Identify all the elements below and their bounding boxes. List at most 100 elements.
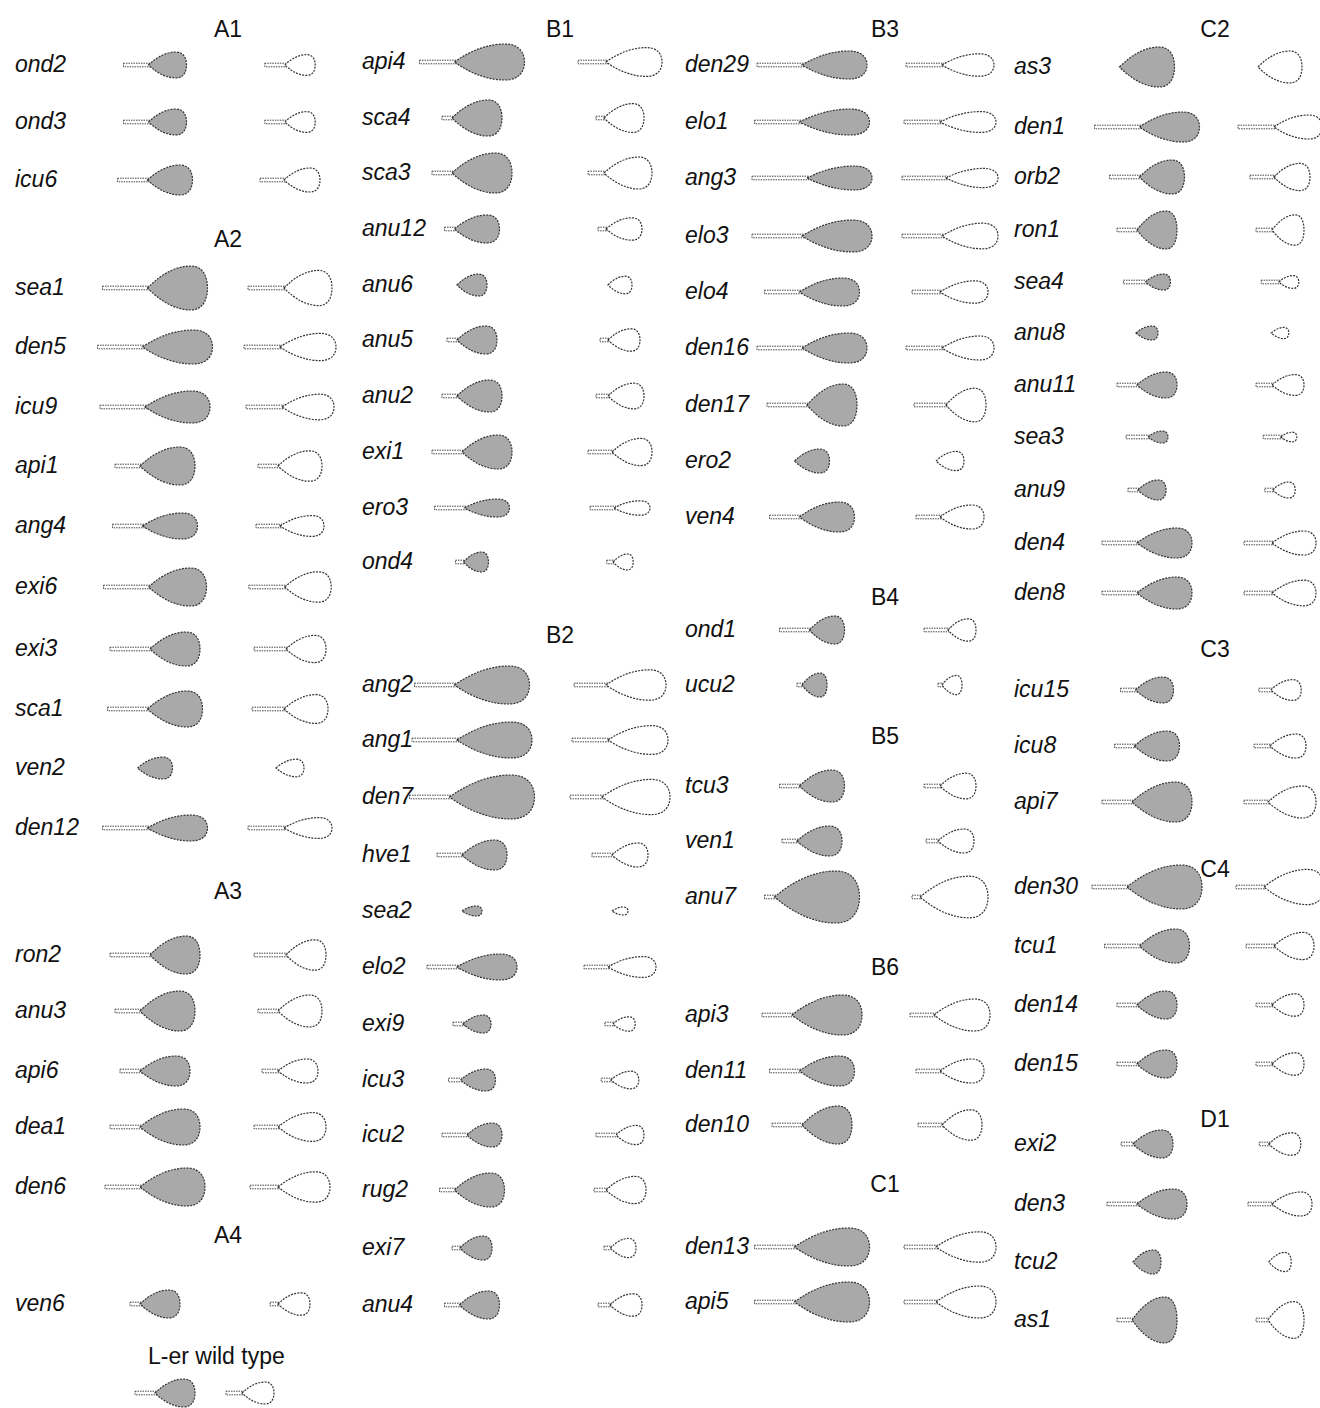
wild-leaf-outline bbox=[262, 1059, 318, 1083]
wild-leaf-outline bbox=[1250, 163, 1310, 190]
wild-leaf-outline bbox=[612, 907, 628, 915]
wild-leaf-outline bbox=[258, 995, 322, 1027]
mutant-leaf bbox=[1128, 480, 1166, 500]
mutant-leaf bbox=[435, 499, 510, 517]
mutant-name: ven4 bbox=[685, 505, 735, 528]
mutant-leaf bbox=[780, 616, 845, 644]
wild-leaf-outline bbox=[1236, 869, 1320, 904]
wild-leaf-outline bbox=[916, 505, 984, 529]
mutant-leaf bbox=[770, 502, 855, 532]
mutant-leaf bbox=[103, 815, 208, 841]
mutant-name: anu3 bbox=[15, 999, 66, 1022]
wild-leaf-outline bbox=[601, 1071, 639, 1089]
mutant-name: ond3 bbox=[15, 110, 66, 133]
wild-leaf-outline bbox=[1254, 734, 1306, 758]
wild-leaf-outline bbox=[1269, 1252, 1291, 1271]
wild-leaf-outline bbox=[570, 779, 670, 814]
mutant-name: exi2 bbox=[1014, 1132, 1056, 1155]
wild-leaf-outline bbox=[906, 54, 994, 76]
mutant-leaf bbox=[457, 274, 487, 296]
mutant-leaf bbox=[752, 166, 872, 190]
mutant-leaf bbox=[1102, 577, 1192, 609]
mutant-name: den8 bbox=[1014, 581, 1065, 604]
wild-leaf-outline bbox=[258, 451, 322, 481]
wild-leaf-outline bbox=[924, 619, 976, 641]
wild-leaf-outline bbox=[594, 1176, 646, 1203]
wild-leaf-outline bbox=[246, 394, 334, 420]
mutant-leaf bbox=[415, 666, 530, 704]
wild-leaf-outline bbox=[1238, 115, 1320, 139]
mutant-leaf bbox=[110, 1109, 200, 1145]
mutant-leaf bbox=[445, 215, 500, 243]
mutant-name: den1 bbox=[1014, 115, 1065, 138]
mutant-name: icu3 bbox=[362, 1068, 404, 1091]
mutant-leaf bbox=[110, 632, 200, 666]
mutant-leaf bbox=[752, 220, 872, 252]
mutant-name: anu11 bbox=[1014, 373, 1076, 396]
mutant-name: den3 bbox=[1014, 1192, 1065, 1215]
wild-leaf-outline bbox=[254, 635, 326, 662]
mutant-leaf bbox=[412, 722, 532, 758]
group-heading: D1 bbox=[1200, 1108, 1229, 1131]
mutant-leaf bbox=[1102, 528, 1192, 558]
mutant-name: den7 bbox=[362, 785, 413, 808]
mutant-leaf bbox=[104, 568, 207, 606]
mutant-name: icu6 bbox=[15, 168, 57, 191]
mutant-name: icu8 bbox=[1014, 734, 1056, 757]
mutant-name: sca3 bbox=[362, 161, 411, 184]
wild-leaf-outline bbox=[588, 157, 652, 189]
mutant-name: anu7 bbox=[685, 885, 736, 908]
mutant-name: rug2 bbox=[362, 1178, 408, 1201]
wild-leaf-outline bbox=[256, 516, 324, 537]
wild-leaf-outline bbox=[1256, 1302, 1304, 1339]
mutant-name: den13 bbox=[685, 1235, 749, 1258]
wild-leaf-outline bbox=[574, 670, 666, 700]
mutant-name: ond2 bbox=[15, 53, 66, 76]
mutant-leaf bbox=[449, 1069, 496, 1091]
mutant-name: api3 bbox=[685, 1003, 728, 1026]
mutant-name: anu8 bbox=[1014, 321, 1065, 344]
mutant-name: den6 bbox=[15, 1175, 66, 1198]
mutant-name: ang2 bbox=[362, 673, 413, 696]
mutant-name: den4 bbox=[1014, 531, 1065, 554]
mutant-name: api7 bbox=[1014, 790, 1057, 813]
wild-leaf-outline bbox=[604, 1238, 636, 1257]
wild-leaf-outline bbox=[226, 1382, 274, 1404]
mutant-name: dea1 bbox=[15, 1115, 66, 1138]
mutant-leaf bbox=[437, 840, 507, 870]
mutant-leaf bbox=[462, 906, 482, 916]
mutant-name: as1 bbox=[1014, 1308, 1051, 1331]
mutant-name: ang1 bbox=[362, 728, 413, 751]
mutant-name: ero2 bbox=[685, 449, 731, 472]
mutant-leaf bbox=[1117, 211, 1177, 249]
mutant-name: ond1 bbox=[685, 618, 736, 641]
mutant-leaf bbox=[445, 1291, 500, 1319]
wild-type-label: L-er wild type bbox=[148, 1345, 285, 1368]
wild-leaf-outline bbox=[276, 759, 304, 777]
mutant-name: sea2 bbox=[362, 899, 412, 922]
wild-leaf-outline bbox=[902, 223, 998, 249]
mutant-name: tcu1 bbox=[1014, 934, 1057, 957]
wild-leaf-outline bbox=[572, 726, 668, 755]
mutant-name: ven1 bbox=[685, 829, 735, 852]
wild-leaf-outline bbox=[1261, 276, 1299, 289]
mutant-name: den12 bbox=[15, 816, 79, 839]
mutant-leaf bbox=[120, 1056, 190, 1086]
mutant-leaf bbox=[1102, 782, 1192, 822]
mutant-leaf bbox=[442, 100, 502, 136]
mutant-name: den30 bbox=[1014, 875, 1078, 898]
mutant-leaf bbox=[1117, 1050, 1177, 1078]
wild-leaf-outline bbox=[608, 276, 632, 294]
mutant-leaf bbox=[456, 552, 489, 572]
mutant-name: anu12 bbox=[362, 217, 426, 240]
mutant-leaf bbox=[1115, 731, 1180, 761]
mutant-leaf bbox=[772, 1106, 852, 1144]
wild-leaf-outline bbox=[590, 501, 650, 515]
wild-leaf-outline bbox=[1259, 680, 1301, 701]
wild-leaf-outline bbox=[904, 1286, 996, 1318]
wild-leaf-outline bbox=[914, 388, 986, 422]
wild-leaf-outline bbox=[904, 112, 996, 133]
mutant-name: ven6 bbox=[15, 1292, 65, 1315]
wild-leaf-outline bbox=[1256, 994, 1304, 1016]
mutant-leaf bbox=[442, 1123, 502, 1147]
